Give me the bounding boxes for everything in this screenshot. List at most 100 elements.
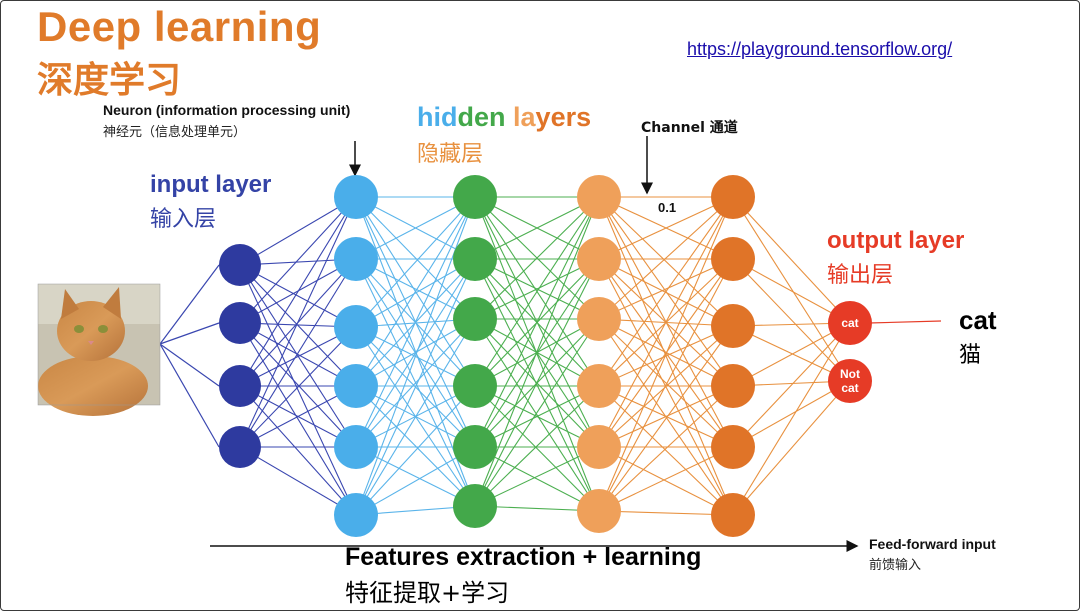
neuron-label-chinese: 神经元（信息处理单元） <box>103 125 247 140</box>
hidden-2-neuron <box>453 364 497 408</box>
connection-line <box>239 196 357 387</box>
connection-line <box>598 385 734 516</box>
output-layer-chinese: 输出层 <box>827 263 894 288</box>
hidden-4-neuron <box>711 493 755 537</box>
hidden-1-neuron <box>334 175 378 219</box>
hidden-4-neuron <box>711 364 755 408</box>
connection-line <box>474 318 600 512</box>
hidden-3-neuron <box>577 364 621 408</box>
neuron-label-english: Neuron (information processing unit) <box>103 102 351 118</box>
connection-line <box>474 258 600 320</box>
hidden-part-1: hid <box>417 102 458 132</box>
title-chinese: 深度学习 <box>37 60 182 101</box>
connection-line <box>732 196 851 324</box>
connection-line <box>474 196 600 512</box>
connection-line <box>355 385 476 516</box>
input-fan-line <box>159 264 220 345</box>
hidden-4-neuron <box>711 304 755 348</box>
connection-line <box>474 196 600 320</box>
connection-line <box>355 258 476 328</box>
connection-line <box>355 196 476 328</box>
hidden-1-neuron <box>334 237 378 281</box>
connection-line <box>474 385 600 507</box>
connection-line <box>598 510 734 516</box>
features-chinese: 特征提取+学习 <box>345 579 510 607</box>
input-fan <box>159 264 220 448</box>
connection-line <box>355 196 476 320</box>
cat-photo <box>37 283 161 416</box>
hidden-part-3: la <box>505 102 536 132</box>
connection-line <box>598 196 734 260</box>
connection-line <box>598 325 734 512</box>
connection-line <box>598 258 734 320</box>
input-fan-line <box>159 343 220 448</box>
result-chinese: 猫 <box>959 343 982 368</box>
hidden-1-neuron <box>334 493 378 537</box>
output-neuron <box>828 301 872 345</box>
connection-line <box>474 446 600 507</box>
connection-line <box>239 264 357 516</box>
hidden-3-neuron <box>577 489 621 533</box>
connection-line <box>239 258 357 448</box>
features-label: Features extraction + learning <box>345 543 702 571</box>
input-layer-label: input layer <box>150 171 272 198</box>
hidden-2-neuron <box>453 484 497 528</box>
output-neuron <box>828 359 872 403</box>
output-layer-label: output layer <box>827 227 965 254</box>
hidden-4-neuron <box>711 175 755 219</box>
connection-line <box>732 380 851 516</box>
connection-line <box>355 258 476 516</box>
connection-line <box>355 196 476 448</box>
connection-line <box>474 258 600 507</box>
hidden-3-neuron <box>577 175 621 219</box>
output-node-label: cat <box>841 316 858 330</box>
feed-forward-chinese: 前馈输入 <box>869 558 922 573</box>
connection-line <box>474 258 600 448</box>
hidden-4-neuron <box>711 425 755 469</box>
playground-link[interactable]: https://playground.tensorflow.org/ <box>687 39 953 59</box>
hidden-layers-chinese: 隐藏层 <box>417 142 484 167</box>
connection-line <box>598 196 734 320</box>
input-layer-chinese: 输入层 <box>150 207 217 232</box>
connection-line <box>732 258 851 324</box>
weight-label: 0.1 <box>658 200 677 215</box>
connection-line <box>355 318 476 516</box>
hidden-part-4: yers <box>535 102 592 132</box>
hidden-3-neuron <box>577 297 621 341</box>
connection-line <box>598 196 734 327</box>
hidden-part-2: den <box>457 102 506 132</box>
connection-line <box>598 385 734 512</box>
connection-line <box>239 385 357 516</box>
connection-line <box>732 258 851 382</box>
connection-line <box>598 196 734 448</box>
hidden-3-neuron <box>577 237 621 281</box>
connection-line <box>598 385 734 448</box>
input-neuron <box>219 244 261 286</box>
title-english: Deep learning <box>37 3 322 50</box>
input-fan-line <box>159 343 220 387</box>
hidden-1-neuron <box>334 425 378 469</box>
connection-line <box>598 258 734 512</box>
connection-line <box>239 322 357 448</box>
connection-line <box>598 258 734 327</box>
hidden-3-neuron <box>577 425 621 469</box>
connection-line <box>474 196 600 448</box>
connection-line <box>598 196 734 387</box>
channel-label: Channel 通道 <box>641 120 738 136</box>
hidden-2-neuron <box>453 297 497 341</box>
hidden-2-neuron <box>453 237 497 281</box>
connection-line <box>598 196 734 512</box>
input-neuron <box>219 426 261 468</box>
connection-line <box>239 446 357 516</box>
connection-line <box>598 325 734 448</box>
result-connector <box>868 320 942 324</box>
result-label: cat <box>959 305 997 335</box>
connection-line <box>355 258 476 448</box>
connection-line <box>239 322 357 387</box>
connection-line <box>474 385 600 448</box>
hidden-1-neuron <box>334 364 378 408</box>
hidden-2-neuron <box>453 175 497 219</box>
